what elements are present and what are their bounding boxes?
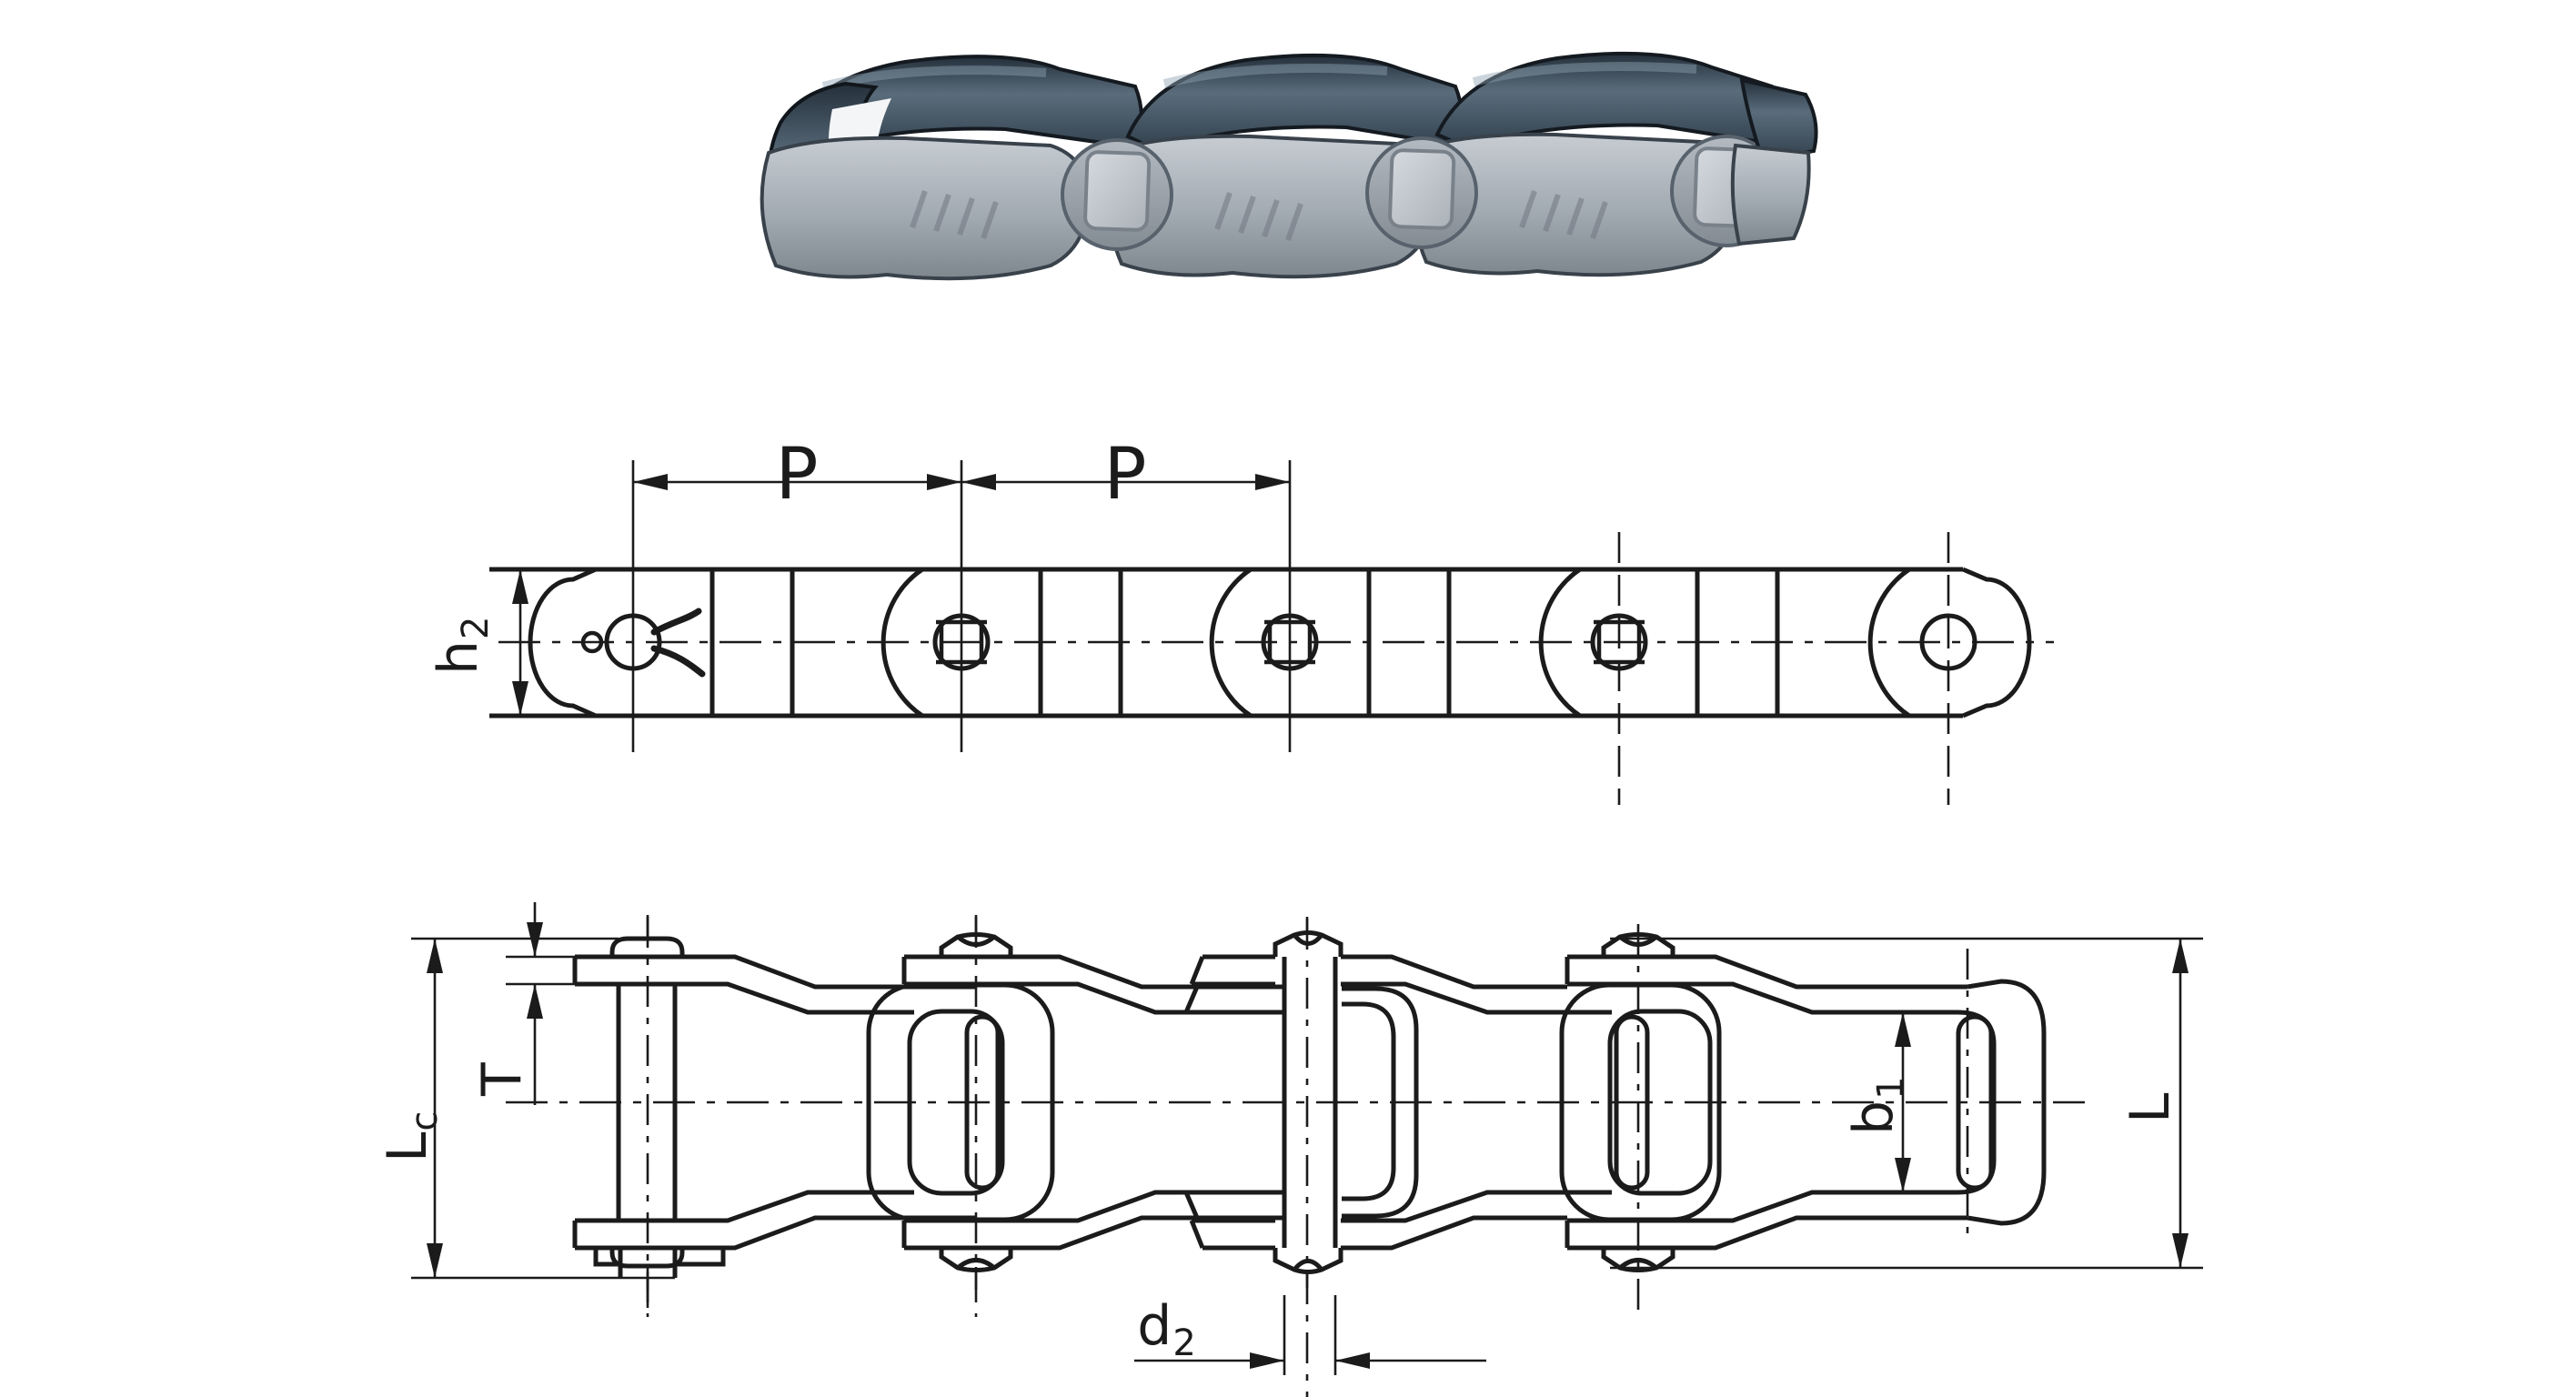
plan-view-lower-half bbox=[575, 1102, 1967, 1290]
side-center-verticals bbox=[1617, 532, 1950, 805]
plan-plate-rails bbox=[572, 954, 1967, 1015]
dim-label-d2: d2 bbox=[1137, 1294, 1197, 1364]
side-view-drawing: P P h2 bbox=[427, 434, 2054, 805]
dim-label-h2: h2 bbox=[427, 616, 497, 675]
plan-pin-center-verticals bbox=[646, 917, 1969, 1397]
side-pin-cotter bbox=[580, 608, 706, 678]
plan-view-upper-half bbox=[572, 915, 1967, 1102]
dim-label-pitch-2: P bbox=[1103, 434, 1146, 516]
plan-pin-shafts bbox=[616, 957, 1338, 1102]
dim-label-Lc: Lc bbox=[376, 1111, 446, 1162]
dim-label-L: L bbox=[2118, 1092, 2182, 1123]
side-pin-hole-right bbox=[1919, 613, 1977, 671]
side-plate-outlines bbox=[489, 567, 2032, 719]
plan-cotter-pin-ends bbox=[593, 1245, 726, 1278]
photo-right-end bbox=[1730, 77, 1818, 246]
product-photo bbox=[760, 51, 1818, 281]
dim-label-b1: b1 bbox=[1842, 1075, 1912, 1135]
side-extension-lines bbox=[631, 460, 1292, 752]
dim-label-pitch-1: P bbox=[775, 434, 818, 516]
photo-pin-heads bbox=[1061, 135, 1783, 251]
side-pins-square-hole bbox=[932, 613, 1648, 671]
plan-view-drawing: Lc T b1 L d2 bbox=[376, 902, 2203, 1397]
dim-label-T: T bbox=[470, 1061, 534, 1097]
photo-sidebars bbox=[760, 132, 1740, 281]
side-dim-arrowheads bbox=[512, 474, 1290, 716]
